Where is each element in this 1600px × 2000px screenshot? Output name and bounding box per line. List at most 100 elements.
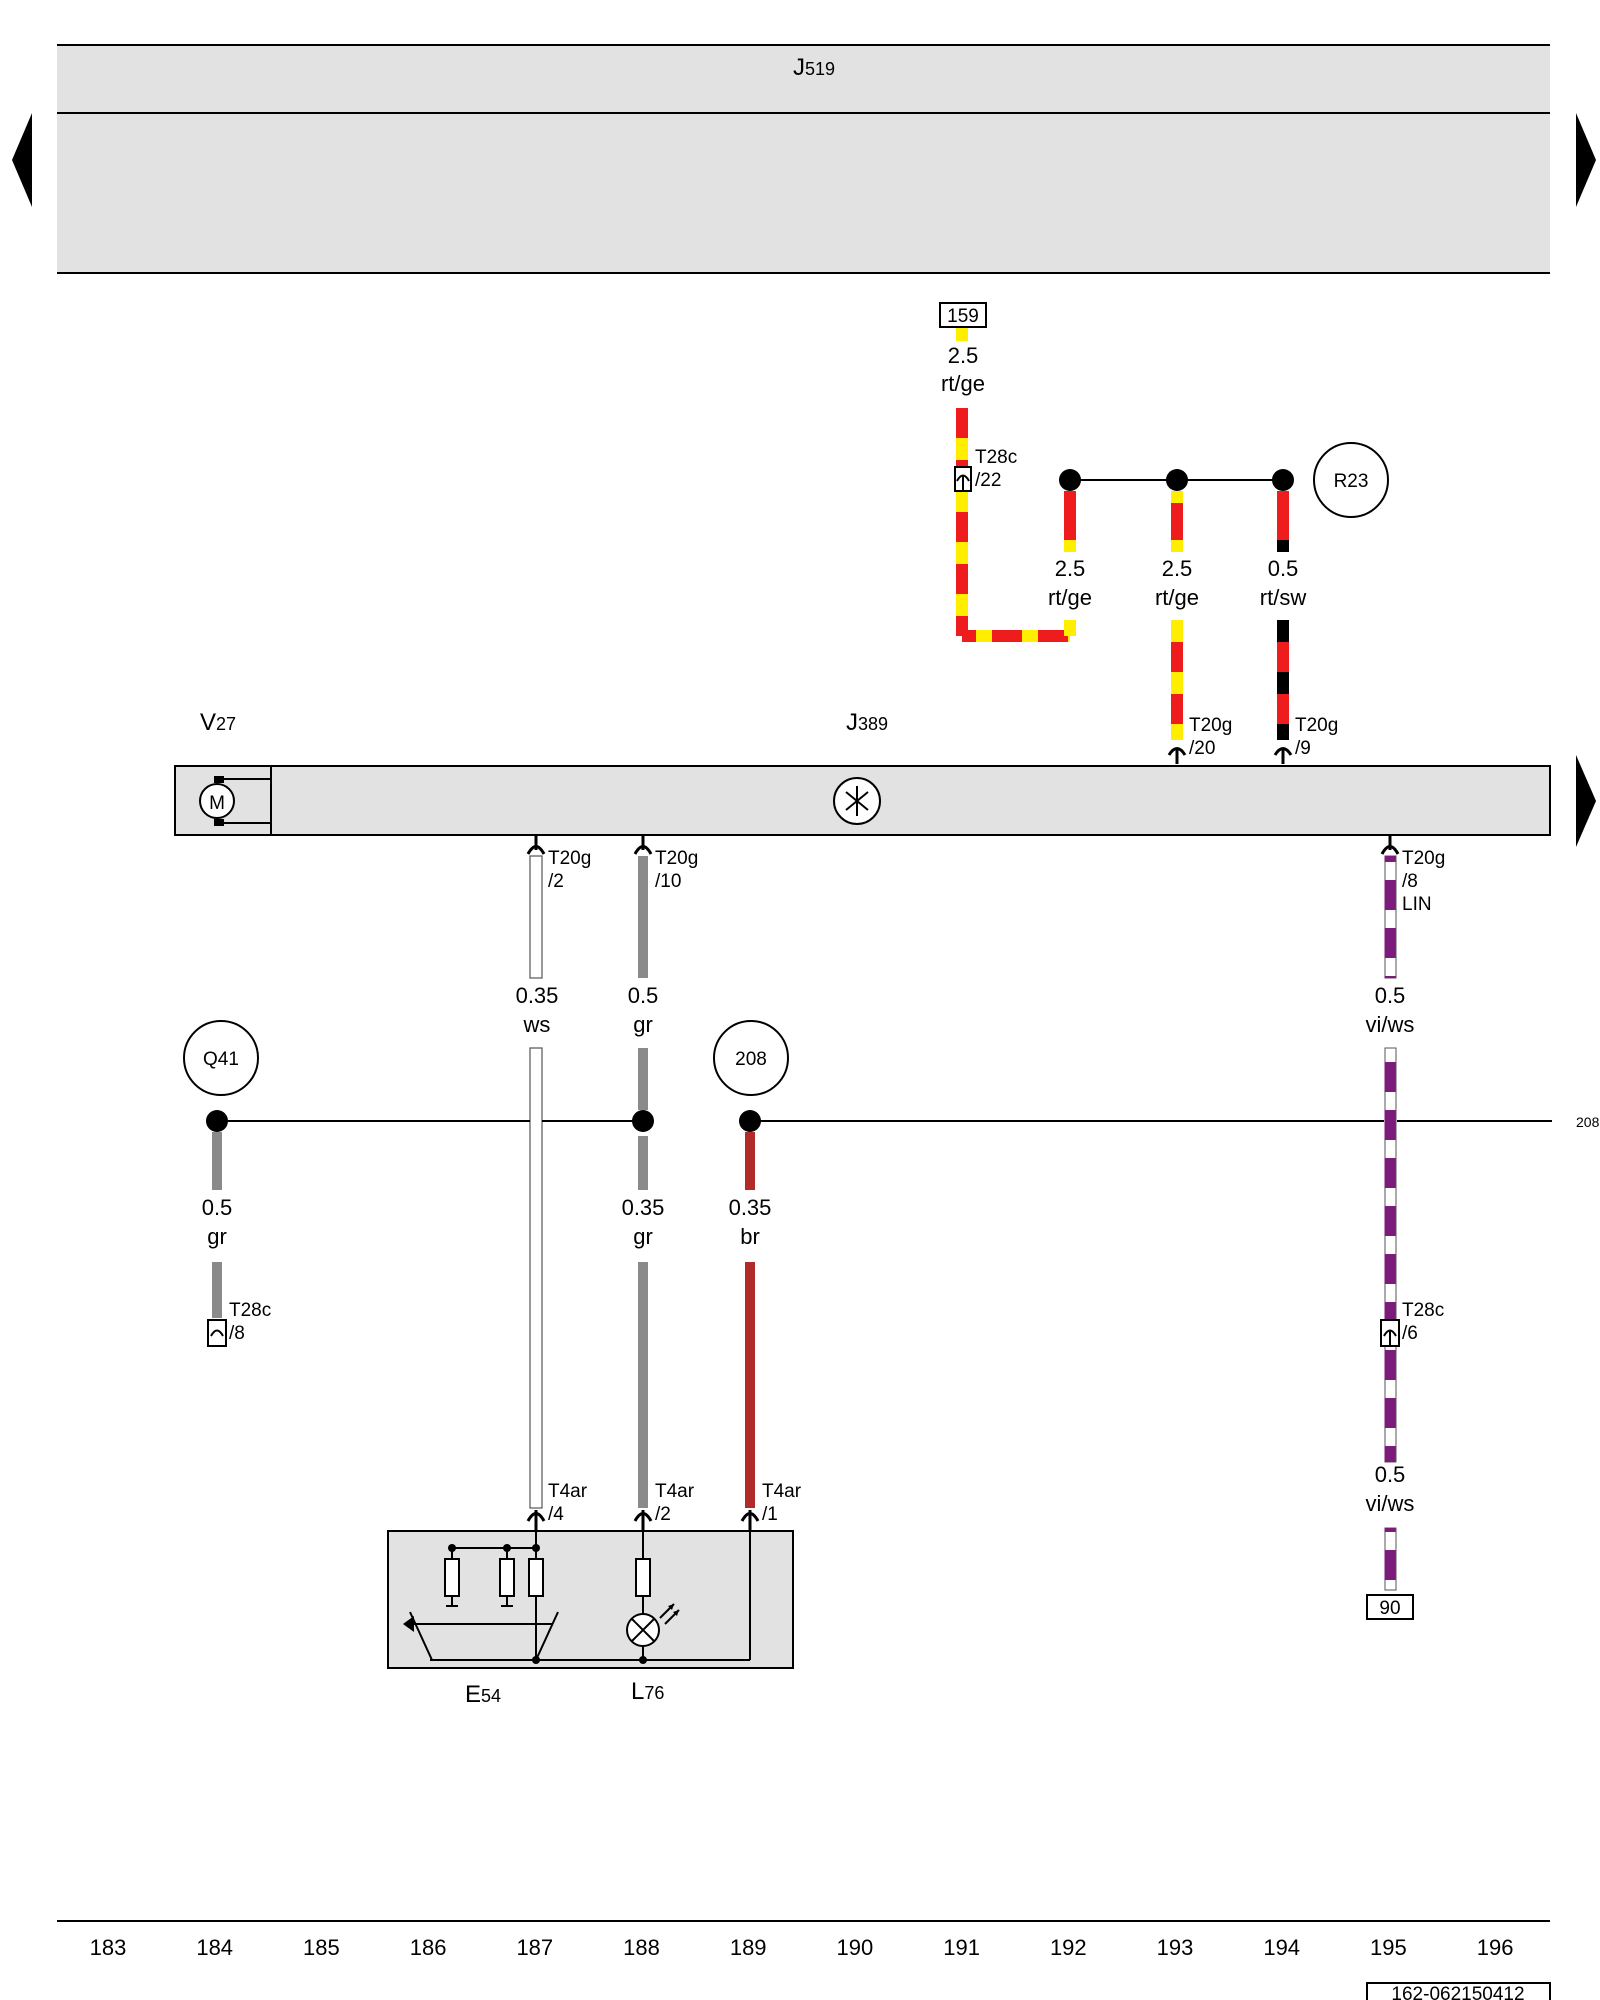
grid-number: 183 xyxy=(90,1935,127,1960)
footer-code-box xyxy=(1366,1982,1551,2000)
wire-color-188b: gr xyxy=(633,1224,653,1249)
l76-label: L76 xyxy=(631,1678,664,1705)
wire-color-184: gr xyxy=(207,1224,227,1249)
wire-size-184: 0.5 xyxy=(202,1195,233,1220)
connector-t28c-22: T28c /22 xyxy=(954,447,1017,492)
j519-label: J519 xyxy=(793,54,835,81)
ref-q41-label: Q41 xyxy=(203,1049,239,1070)
wire-size-195a: 0.5 xyxy=(1375,983,1406,1008)
grid-number: 193 xyxy=(1157,1935,1194,1960)
switch-box-e54 xyxy=(387,1530,794,1669)
j519-panel: J519 xyxy=(57,44,1550,274)
j389-label: J389 xyxy=(846,709,888,736)
wire-color-187: ws xyxy=(523,1012,551,1037)
wire-color-194: rt/sw xyxy=(1260,585,1307,610)
page-right-arrow-icon[interactable] xyxy=(1576,113,1596,207)
ref-box-159-label: 159 xyxy=(947,306,979,327)
wire-size-188a: 0.5 xyxy=(628,983,659,1008)
wire-stub-193 xyxy=(1171,491,1183,552)
resistor-icon xyxy=(528,1558,544,1597)
connector-t20g-8: T20g /8 LIN xyxy=(1380,836,1445,915)
junction-189 xyxy=(739,1110,761,1132)
e54-label: E54 xyxy=(465,1681,501,1708)
svg-text:/1: /1 xyxy=(762,1504,778,1525)
wire-color-195b: vi/ws xyxy=(1366,1491,1415,1516)
page-left-arrow-icon[interactable] xyxy=(12,113,32,207)
wire-color-188a: gr xyxy=(633,1012,653,1037)
grid-number: 190 xyxy=(837,1935,874,1960)
svg-text:/8: /8 xyxy=(229,1323,245,1344)
wire-ws-187 xyxy=(529,855,543,1509)
resistor-icon xyxy=(444,1558,460,1597)
connector-t4ar-2: T4ar /2 xyxy=(633,1481,695,1530)
svg-text:/2: /2 xyxy=(655,1504,671,1525)
grid-number: 188 xyxy=(623,1935,660,1960)
grid-number: 186 xyxy=(410,1935,447,1960)
ref-box-90[interactable] xyxy=(1366,1594,1414,1620)
junction-194 xyxy=(1272,469,1294,491)
connector-t28c-22-name: T28c xyxy=(975,447,1017,468)
grid-number: 191 xyxy=(943,1935,980,1960)
wire-size-187: 0.35 xyxy=(516,983,559,1008)
wire-color-192: rt/ge xyxy=(1048,585,1092,610)
svg-text:T4ar: T4ar xyxy=(655,1481,695,1502)
svg-text:/2: /2 xyxy=(548,871,564,892)
grid-number: 195 xyxy=(1370,1935,1407,1960)
svg-text:T4ar: T4ar xyxy=(762,1481,802,1502)
svg-text:T28c: T28c xyxy=(229,1300,271,1321)
junction-192 xyxy=(1059,469,1081,491)
connector-t4ar-1: T4ar /1 xyxy=(740,1481,802,1530)
junction-193 xyxy=(1166,469,1188,491)
wire-size-194: 0.5 xyxy=(1268,556,1299,581)
svg-text:/4: /4 xyxy=(548,1504,564,1525)
motor-v27: M xyxy=(199,776,271,826)
svg-text:T20g: T20g xyxy=(1295,715,1338,736)
connector-t20g-10: T20g /10 xyxy=(633,836,698,892)
svg-text:T20g: T20g xyxy=(548,848,591,869)
ref-circle-q41[interactable] xyxy=(183,1020,259,1096)
grid-number: 184 xyxy=(196,1935,233,1960)
grid-number: 192 xyxy=(1050,1935,1087,1960)
ref-circle-208[interactable] xyxy=(713,1020,789,1096)
grid-number: 196 xyxy=(1477,1935,1514,1960)
grid-number: 189 xyxy=(730,1935,767,1960)
wire-stub-194 xyxy=(1277,491,1289,552)
ref-circle-r23[interactable] xyxy=(1313,442,1389,518)
svg-text:T4ar: T4ar xyxy=(548,1481,588,1502)
ref-208-edge-label[interactable]: 208 xyxy=(1576,1114,1600,1130)
svg-text:LIN: LIN xyxy=(1402,894,1432,915)
connector-t20g-9: T20g /9 xyxy=(1273,715,1338,764)
resistor-icon xyxy=(635,1558,651,1597)
connector-t20g-2: T20g /2 xyxy=(526,836,591,892)
control-unit-symbol-icon xyxy=(833,777,881,825)
svg-text:T20g: T20g xyxy=(1402,848,1445,869)
wire-size-193: 2.5 xyxy=(1162,556,1193,581)
connector-t28c-22-pin: /22 xyxy=(975,470,1001,491)
ref-208-label: 208 xyxy=(735,1049,767,1070)
wire-size-188b: 0.35 xyxy=(622,1195,665,1220)
resistor-icon xyxy=(499,1558,515,1597)
grid-number: 185 xyxy=(303,1935,340,1960)
wire-size-159: 2.5 xyxy=(948,343,979,368)
svg-text:/6: /6 xyxy=(1402,1323,1418,1344)
connector-t28c-6: T28c /6 xyxy=(1380,1300,1444,1347)
wire-size-195b: 0.5 xyxy=(1375,1462,1406,1487)
wire-color-195a: vi/ws xyxy=(1366,1012,1415,1037)
svg-text:/20: /20 xyxy=(1189,738,1215,759)
svg-text:/8: /8 xyxy=(1402,871,1418,892)
ref-box-90-label: 90 xyxy=(1379,1598,1400,1619)
wire-color-193: rt/ge xyxy=(1155,585,1199,610)
wire-size-192: 2.5 xyxy=(1055,556,1086,581)
ref-box-159[interactable] xyxy=(939,302,987,328)
svg-text:T28c: T28c xyxy=(1402,1300,1444,1321)
wire-color-189: br xyxy=(740,1224,760,1249)
wire-size-189: 0.35 xyxy=(729,1195,772,1220)
wire-vi-ws-195 xyxy=(1384,855,1397,1591)
connector-t28c-8: T28c /8 xyxy=(207,1300,271,1347)
wire-color-159: rt/ge xyxy=(941,371,985,396)
svg-text:/9: /9 xyxy=(1295,738,1311,759)
connector-t20g-20: T20g /20 xyxy=(1167,715,1232,764)
page-right-arrow-icon-2[interactable] xyxy=(1576,755,1596,847)
